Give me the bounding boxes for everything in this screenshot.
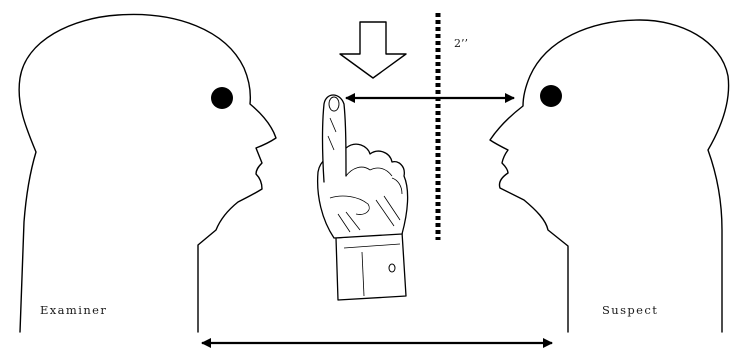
examiner-eye <box>211 87 233 109</box>
distance-label: 2’’ <box>454 37 468 50</box>
suspect-eye <box>540 85 562 107</box>
suspect-label: Suspect <box>602 303 658 317</box>
down-arrow-icon <box>340 22 406 78</box>
stimulus-hand-icon <box>318 95 408 300</box>
suspect-silhouette <box>490 20 729 332</box>
examiner-silhouette <box>19 14 276 332</box>
examiner-label: Examiner <box>40 303 107 317</box>
